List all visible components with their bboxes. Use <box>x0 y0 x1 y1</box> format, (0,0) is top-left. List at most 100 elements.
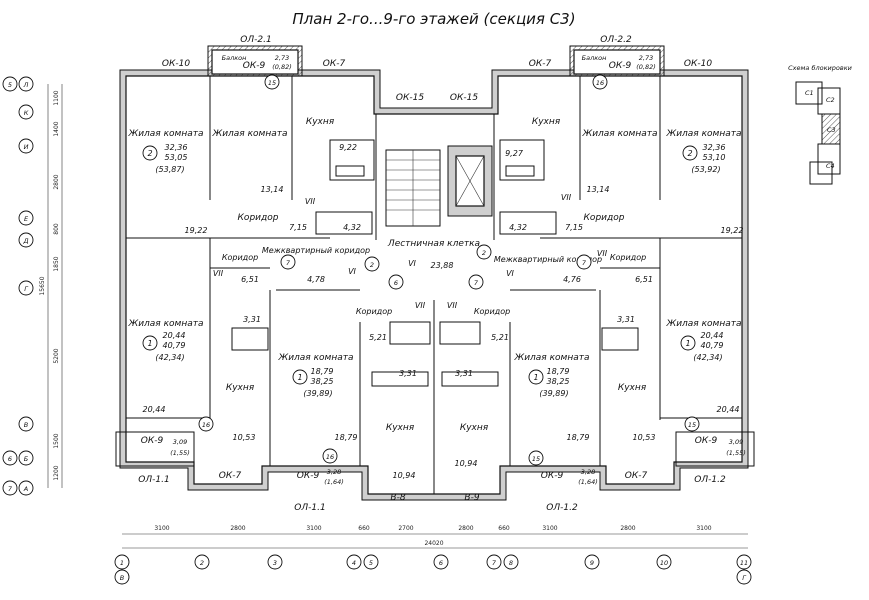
apartment-living-area: 53,05 <box>165 153 188 162</box>
apartment-rooms-count: 1 <box>147 339 152 348</box>
room-area: 32,36 <box>703 143 726 152</box>
dim-left: 5200 <box>53 348 60 363</box>
room-area: 6,51 <box>241 275 259 284</box>
small-area: 7,15 <box>289 223 307 232</box>
scheme-diagram <box>795 81 841 185</box>
room-area: 10,53 <box>633 433 656 442</box>
window-label: ОК-10 <box>162 59 190 69</box>
room-area: 10,53 <box>233 433 256 442</box>
small-area: 20,44 <box>143 405 166 414</box>
balcony-area: 2,73 <box>639 54 653 62</box>
apartment-living-area: 53,10 <box>703 153 726 162</box>
marker-label: 2 <box>370 261 374 269</box>
window-label: ОК-9 <box>297 471 320 481</box>
axis-label: 10 <box>660 559 668 567</box>
small-area: 18,79 <box>567 433 590 442</box>
roman-label: VII <box>447 301 458 310</box>
dim-bottom: 2800 <box>230 525 245 532</box>
apartment-rooms-marker <box>292 369 308 385</box>
room-area: 9,22 <box>339 143 357 152</box>
room-area: 18,79 <box>311 367 334 376</box>
apartment-rooms-marker <box>142 145 158 161</box>
scheme-label-c1: С1 <box>805 89 814 97</box>
window-label: ОК-10 <box>684 59 712 69</box>
dim-bottom: 3100 <box>306 525 321 532</box>
axis-label: К <box>24 109 29 117</box>
apartment-rooms-count: 1 <box>533 373 538 382</box>
marker-label: 16 <box>202 421 210 429</box>
room-area: 13,14 <box>261 185 284 194</box>
loggia-sub: (1,55) <box>170 449 190 457</box>
dim-bottom: 3100 <box>542 525 557 532</box>
loggia-area: 3,09 <box>729 438 743 446</box>
balcony-name: ОЛ-2.1 <box>240 35 271 45</box>
balcony-right <box>569 45 665 77</box>
room-area: 5,21 <box>369 333 387 342</box>
interior-walls <box>126 76 742 494</box>
dim-bottom: 3100 <box>154 525 169 532</box>
roman-label: VII <box>305 197 316 206</box>
marker-label: 16 <box>596 79 604 87</box>
apartment-total-area: (53,87) <box>155 165 184 174</box>
small-area: 4,32 <box>509 223 527 232</box>
room-area: 9,27 <box>505 149 524 158</box>
roman-label: VII <box>561 193 572 202</box>
axis-label: 11 <box>740 559 748 567</box>
loggia-name: ОЛ-1.1 <box>294 503 325 513</box>
bottom-axes <box>114 554 752 585</box>
room-area: 13,14 <box>587 185 610 194</box>
apartment-rooms-count: 1 <box>297 373 302 382</box>
apartment-rooms-count: 1 <box>685 339 690 348</box>
room-label: Коридор <box>222 253 258 262</box>
loggia-name: ОЛ-1.2 <box>694 475 726 485</box>
marker-label: 15 <box>532 455 540 463</box>
room-label: Коридор <box>584 213 625 223</box>
apartment-total-area: (39,89) <box>303 389 332 398</box>
small-area: 7,15 <box>565 223 583 232</box>
axis-label: Б <box>24 455 29 463</box>
room-label: Жилая комната <box>128 319 204 329</box>
axis-label: 2 <box>200 559 204 567</box>
balcony-name: ОЛ-2.2 <box>600 35 632 45</box>
balcony-left <box>207 45 303 77</box>
marker-label: 15 <box>268 79 276 87</box>
scheme-label-c3: С3 <box>827 126 836 134</box>
room-label: Кухня <box>460 423 489 433</box>
apartment-total-area: (53,92) <box>691 165 720 174</box>
axis-label: 7 <box>8 485 13 493</box>
axis-label: 3 <box>273 559 277 567</box>
room-label: Кухня <box>386 423 415 433</box>
door-label: В-8 <box>390 493 405 503</box>
marker-label: 7 <box>286 259 291 267</box>
room-label: Коридор <box>238 213 279 223</box>
window-label: ОК-9 <box>243 61 266 71</box>
window-label: ОК-9 <box>609 61 632 71</box>
loggia-sub: (1,64) <box>324 478 344 486</box>
room-area: 4,76 <box>563 275 581 284</box>
roman-label: VI <box>506 269 514 278</box>
dim-left: 800 <box>53 223 60 235</box>
apartment-total-area: (42,34) <box>693 353 722 362</box>
dim-total: 24020 <box>424 540 443 547</box>
axis-label: Г <box>24 285 29 293</box>
axis-label: 4 <box>352 559 356 567</box>
room-area: 10,94 <box>393 471 416 480</box>
dim-left: 1850 <box>53 256 60 271</box>
dim-bottom: 660 <box>498 525 510 532</box>
axis-label: 6 <box>439 559 443 567</box>
small-area: 4,32 <box>343 223 361 232</box>
room-area: 10,94 <box>455 459 478 468</box>
roman-label: VII <box>213 269 224 278</box>
apartment-total-area: (42,34) <box>155 353 184 362</box>
room-label: Жилая комната <box>278 353 354 363</box>
dim-bottom: 2800 <box>620 525 635 532</box>
axis-label: 1 <box>120 559 124 567</box>
dim-left: 1100 <box>53 90 60 105</box>
marker-label: 16 <box>326 453 334 461</box>
room-area: 32,36 <box>165 143 188 152</box>
apartment-living-area: 40,79 <box>163 341 186 350</box>
scheme-label-c2: С2 <box>826 96 835 104</box>
room-label: Коридор <box>474 307 510 316</box>
small-area: 20,44 <box>717 405 740 414</box>
marker-label: 7 <box>582 259 587 267</box>
